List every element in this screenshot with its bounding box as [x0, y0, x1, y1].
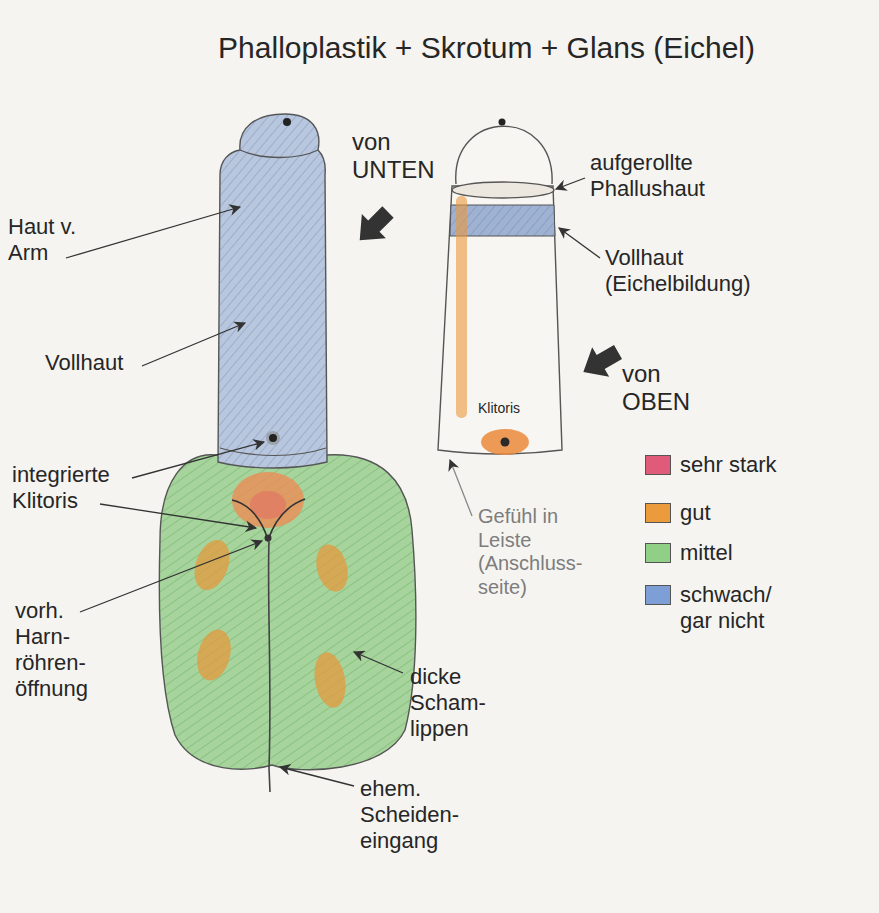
urethra-opening [265, 535, 272, 542]
scrotum-hatch [159, 455, 416, 770]
leader-line [354, 652, 403, 673]
leader-line [559, 228, 600, 258]
leader-line [450, 460, 472, 516]
legend-swatch [645, 585, 671, 605]
legend-swatch [645, 543, 671, 563]
view-arrow [575, 337, 627, 386]
legend-swatch [645, 503, 671, 523]
urethra-tip [499, 119, 506, 126]
phallus-top-view [438, 186, 562, 454]
labia-fold [232, 499, 305, 540]
part-label: Vollhaut [45, 350, 123, 376]
sensation-patch [232, 472, 304, 528]
clitoris-ring [266, 431, 280, 445]
leader-line [66, 207, 240, 258]
glans-ridge [240, 150, 318, 158]
sensation-patch [310, 650, 349, 710]
sensation-patch [188, 535, 236, 595]
legend-label: mittel [680, 540, 830, 566]
view-label: von UNTEN [352, 128, 435, 185]
part-label: dicke Scham- lippen [410, 664, 486, 742]
part-label: integrierte Klitoris [12, 462, 110, 514]
part-label: Klitoris [478, 400, 520, 417]
view-label: von OBEN [622, 360, 690, 417]
leader-line [80, 541, 262, 612]
legend-label: sehr stark [680, 452, 830, 478]
leader-line [100, 504, 256, 528]
leader-line [280, 767, 354, 786]
diagram-title: Phalloplastik + Skrotum + Glans (Eichel) [195, 30, 755, 66]
phallus-shaft [218, 114, 327, 468]
sensation-patch [311, 541, 352, 595]
part-label: aufgerollte Phallushaut [590, 150, 705, 202]
view-arrow [348, 200, 400, 252]
midline [269, 540, 270, 792]
glans-dome [456, 126, 552, 184]
clitoris-dot [269, 434, 277, 442]
leader-line [142, 323, 245, 366]
leader-line [556, 178, 585, 189]
scrotum-shape [159, 455, 416, 770]
note-label: Gefühl in Leiste (Anschluss- seite) [478, 505, 582, 599]
legend-swatch [645, 455, 671, 475]
leader-lines [66, 178, 600, 786]
phallus-hatch [218, 114, 327, 468]
clitoris-dot [501, 438, 510, 447]
legend-label: schwach/ gar nicht [680, 582, 795, 634]
part-label: ehem. Scheiden- eingang [360, 776, 459, 854]
part-label: Vollhaut (Eichelbildung) [605, 245, 751, 297]
rolled-skin [452, 182, 554, 198]
urethra-tip [283, 118, 291, 126]
groin-sensation [456, 196, 467, 418]
leader-line [132, 442, 264, 478]
legend-label: gut [680, 500, 830, 526]
part-label: Haut v. Arm [8, 214, 103, 266]
clitoris-patch [481, 429, 529, 455]
sensation-patch [192, 626, 236, 685]
part-label: vorh. Harn- röhren- öffnung [15, 598, 88, 702]
